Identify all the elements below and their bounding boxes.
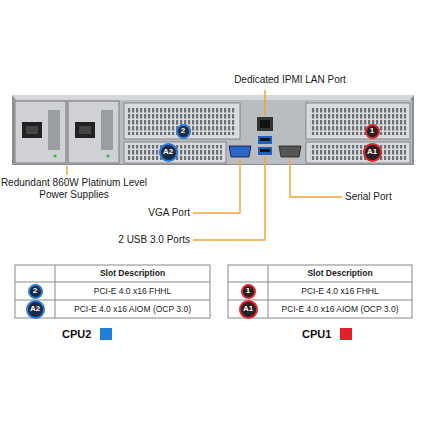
- port-label: Dedicated IPMI LAN Port: [205, 74, 375, 86]
- legend-swatch: [340, 328, 352, 340]
- legend-label: CPU2: [62, 327, 91, 341]
- table-cell: PCI-E 4.0 x16 AIOM (OCP 3.0): [268, 300, 412, 318]
- callout-number: 1: [246, 287, 250, 295]
- label-text: PCI-E 4.0 x16 FHHL: [94, 286, 171, 296]
- callout-number: 2: [181, 127, 185, 135]
- slot-callout: A1: [363, 143, 382, 162]
- table-cell: PCI-E 4.0 x16 FHHL: [55, 282, 210, 300]
- slot-callout: 2: [176, 124, 191, 139]
- callout-number: A2: [30, 305, 40, 313]
- table-cell: PCI-E 4.0 x16 FHHL: [268, 282, 412, 300]
- slot-tables: [15, 265, 412, 318]
- slot-callout: A2: [159, 143, 178, 162]
- expansion-slots: [124, 103, 410, 163]
- table-callout: A2: [26, 300, 45, 319]
- legend-swatch: [100, 328, 112, 340]
- table-callout: A1: [239, 300, 258, 319]
- power-supply: [15, 101, 119, 163]
- label-text: Redundant 860W Platinum Level Power Supp…: [1, 177, 147, 200]
- callout-number: A1: [367, 148, 377, 156]
- legend-label: CPU1: [302, 327, 331, 341]
- callout-number: A1: [243, 305, 253, 313]
- label-text: PCI-E 4.0 x16 AIOM (OCP 3.0): [74, 304, 191, 314]
- label-text: VGA Port: [148, 207, 190, 218]
- label-text: PCI-E 4.0 x16 AIOM (OCP 3.0): [282, 304, 399, 314]
- label-text: PCI-E 4.0 x16 FHHL: [301, 286, 378, 296]
- psu-label: Redundant 860W Platinum Level Power Supp…: [0, 177, 148, 201]
- port-label: VGA Port: [100, 207, 190, 219]
- legend-text: CPU2: [62, 328, 91, 340]
- chassis: [12, 95, 414, 165]
- table-cell: PCI-E 4.0 x16 AIOM (OCP 3.0): [55, 300, 210, 318]
- port-label: Serial Port: [345, 191, 419, 203]
- label-text: Serial Port: [345, 191, 392, 202]
- leader-lines: [67, 90, 342, 240]
- table-callout: 2: [28, 284, 43, 299]
- io-ports: [229, 117, 301, 157]
- label-text: Slot Description: [307, 268, 372, 278]
- callout-number: 2: [33, 287, 37, 295]
- callout-number: A2: [163, 148, 173, 156]
- label-text: Slot Description: [100, 268, 165, 278]
- slot-callout: 1: [365, 124, 380, 139]
- table-callout: 1: [241, 284, 256, 299]
- table-header: Slot Description: [55, 265, 210, 282]
- callout-number: 1: [370, 127, 374, 135]
- label-text: 2 USB 3.0 Ports: [118, 234, 190, 245]
- label-text: Dedicated IPMI LAN Port: [234, 74, 346, 85]
- table-header: Slot Description: [268, 265, 412, 282]
- port-label: 2 USB 3.0 Ports: [70, 234, 190, 246]
- legend-text: CPU1: [302, 328, 331, 340]
